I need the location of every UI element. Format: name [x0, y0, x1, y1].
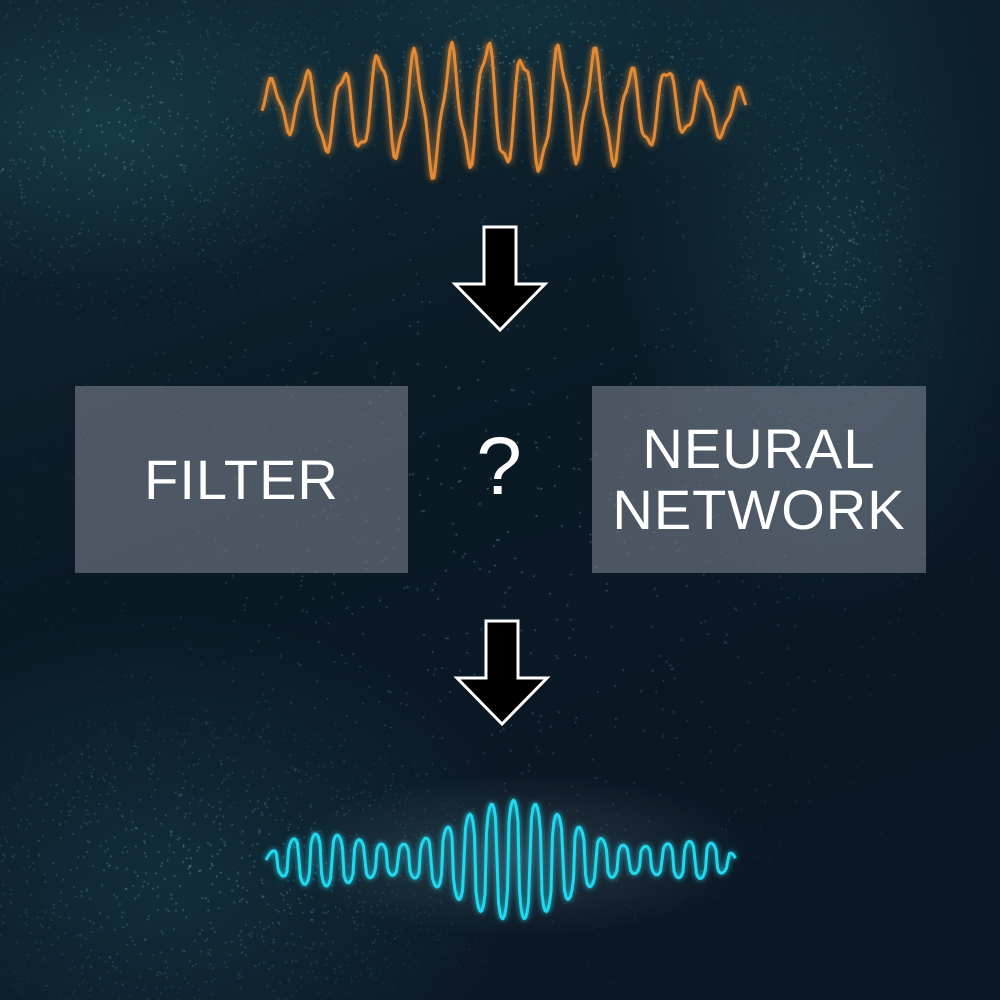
- down-arrow-icon: [451, 225, 549, 333]
- clean-output-waveform: [264, 798, 737, 921]
- filter-label: FILTER: [144, 448, 339, 511]
- neural-network-label-line1: NEURAL: [642, 417, 876, 481]
- neural-network-label-line2: NETWORK: [612, 477, 906, 541]
- noisy-input-waveform: [260, 40, 748, 180]
- down-arrow-icon: [453, 619, 551, 727]
- neural-network-box: NEURAL NETWORK: [592, 386, 926, 573]
- question-mark: ?: [476, 421, 522, 512]
- filter-box: FILTER: [75, 386, 408, 573]
